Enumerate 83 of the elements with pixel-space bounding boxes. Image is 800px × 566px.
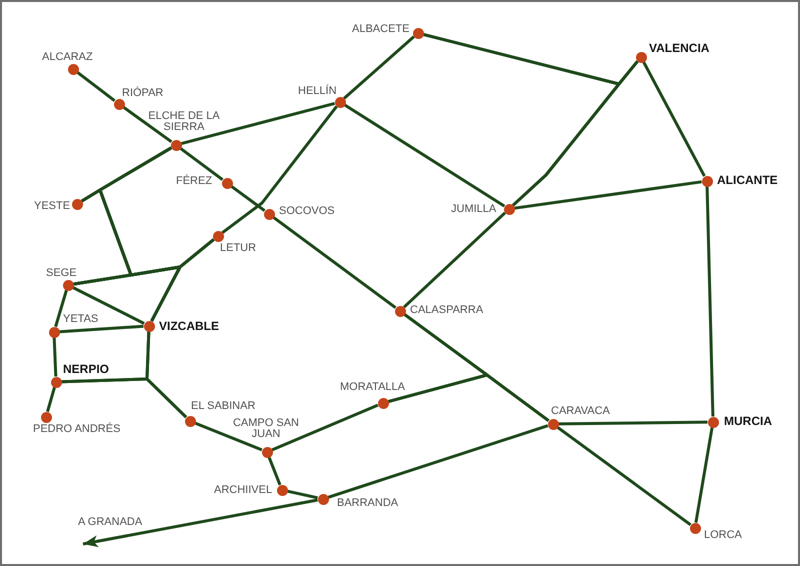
town-name: LORCA — [704, 529, 742, 542]
town-name: ARCHIIVEL — [214, 484, 272, 497]
town-dot — [184, 416, 196, 426]
road-line — [46, 386, 56, 412]
road-line — [180, 102, 336, 146]
road-line — [122, 106, 172, 144]
road-line — [54, 290, 68, 328]
town-name: LETUR — [220, 242, 256, 255]
town-dot — [48, 326, 60, 338]
road-line — [146, 331, 188, 418]
town-dot — [690, 522, 700, 534]
road-line — [388, 374, 550, 422]
town-dot — [50, 376, 62, 388]
road-line — [642, 61, 706, 177]
town-dot — [72, 198, 82, 210]
town-dot — [548, 418, 558, 430]
road-line — [180, 147, 224, 181]
town-dot — [144, 320, 154, 332]
road-line — [402, 212, 506, 308]
road-line — [222, 105, 338, 234]
town-dot — [318, 494, 328, 504]
town-dot — [264, 208, 274, 220]
town-name: CAMPO SAN JUAN — [232, 418, 300, 440]
town-dot — [636, 52, 646, 62]
town-name: YETAS — [63, 313, 98, 326]
town-dot — [262, 446, 272, 458]
town-dot — [334, 96, 346, 108]
town-name: MURCIA — [724, 414, 772, 429]
town-dot — [114, 98, 124, 110]
road-line — [272, 216, 396, 309]
road-line — [558, 420, 708, 426]
town-name: VIZCABLE — [159, 319, 219, 334]
town-name: RIÓPAR — [122, 87, 164, 100]
town-name: CALASPARRA — [410, 304, 484, 317]
road-line — [230, 185, 266, 212]
town-name: ALICANTE — [717, 173, 778, 188]
town-name: BARRANDA — [337, 497, 398, 510]
road-arrow — [82, 498, 318, 548]
road-line — [328, 424, 548, 499]
town-name: NERPIO — [63, 362, 110, 377]
town-name: VALENCIA — [649, 41, 710, 56]
town-dot — [412, 28, 424, 38]
town-dot — [212, 230, 224, 242]
town-name: JUMILLA — [451, 203, 496, 216]
town-dot — [40, 412, 52, 422]
town-name: SEGE — [46, 267, 77, 280]
town-dot — [68, 64, 78, 74]
road-line — [52, 337, 58, 377]
town-name: YESTE — [34, 200, 70, 213]
town-name: ALBACETE — [352, 23, 410, 36]
town-dot — [170, 140, 182, 150]
town-dot — [276, 484, 288, 496]
town-name: FÉREZ — [176, 175, 212, 188]
road-line — [706, 186, 714, 417]
road-line — [272, 404, 378, 452]
road-line — [194, 422, 262, 452]
road-line — [694, 427, 714, 523]
town-name: PEDRO ANDRÉS — [33, 423, 120, 436]
road-line — [268, 456, 282, 486]
town-dot — [222, 178, 232, 188]
road-line — [76, 71, 116, 102]
road-line — [514, 180, 702, 210]
road-line — [59, 324, 144, 334]
town-name: ALCARAZ — [42, 51, 93, 64]
road-line — [343, 35, 415, 100]
road-line — [556, 426, 692, 526]
road-line — [150, 238, 215, 322]
town-name: CARAVACA — [551, 405, 610, 418]
town-name: SOCOVOS — [279, 205, 335, 218]
town-dot — [394, 306, 406, 316]
town-dot — [378, 398, 388, 408]
town-dot — [62, 280, 74, 290]
town-name: MORATALLA — [340, 381, 405, 394]
town-name: HELLÍN — [298, 85, 337, 98]
road-line — [344, 104, 506, 208]
town-dot — [702, 176, 712, 186]
road-line — [287, 490, 318, 500]
town-name: ELCHE DE LA SIERRA — [147, 111, 221, 133]
town-dot — [708, 416, 718, 428]
road-line — [72, 286, 145, 325]
road-line — [512, 60, 639, 206]
town-name: EL SABINAR — [191, 400, 256, 413]
town-dot — [504, 204, 514, 214]
